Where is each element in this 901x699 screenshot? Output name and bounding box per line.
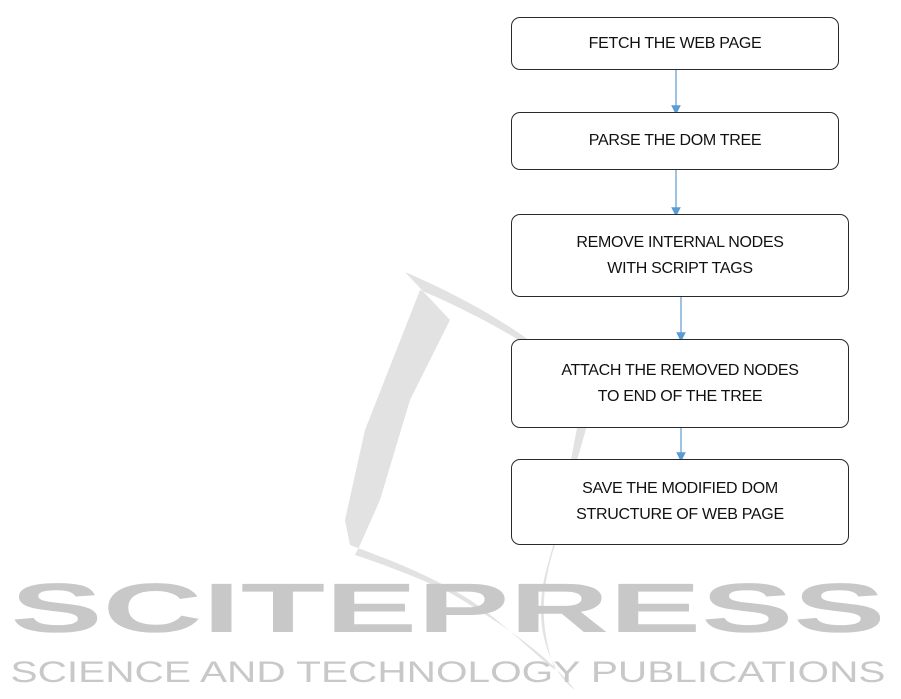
step-label: FETCH THE WEB PAGE [588,34,762,52]
step-attach-removed-nodes: ATTACH THE REMOVED NODES TO END OF THE T… [511,339,849,428]
step-label: PARSE THE DOM TREE [588,132,762,149]
step-label-line-2: STRUCTURE OF WEB PAGE [576,506,784,523]
step-parse-dom-tree: PARSE THE DOM TREE [511,112,839,170]
step-label-line-2: WITH SCRIPT TAGS [607,259,753,277]
step-label-line-1: ATTACH THE REMOVED NODES [561,361,799,379]
step-remove-internal-nodes: REMOVE INTERNAL NODES WITH SCRIPT TAGS [511,214,849,297]
step-label-line-1: REMOVE INTERNAL NODES [576,233,784,251]
step-label-line-1: SAVE THE MODIFIED DOM [582,480,778,497]
step-label-line-2: TO END OF THE TREE [597,387,763,405]
step-fetch-web-page: FETCH THE WEB PAGE [511,17,839,70]
step-save-modified-dom: SAVE THE MODIFIED DOM STRUCTURE OF WEB P… [511,459,849,545]
